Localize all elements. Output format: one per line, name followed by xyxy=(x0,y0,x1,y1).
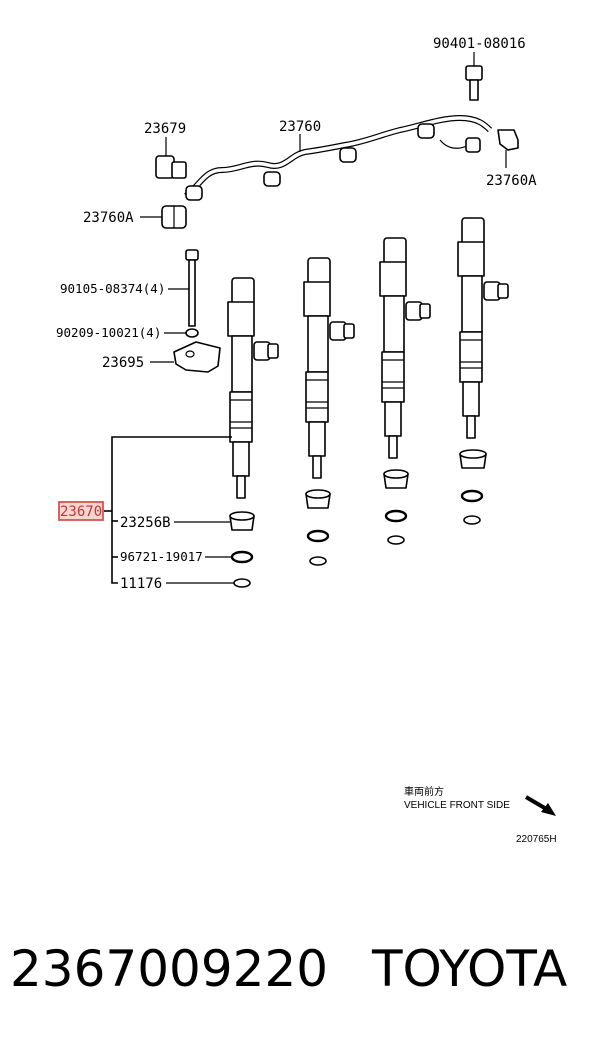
label-90209-10021[interactable]: 90209-10021(4) xyxy=(56,325,161,340)
label-23695[interactable]: 23695 xyxy=(102,355,144,371)
label-23670[interactable]: 23670 xyxy=(60,504,102,520)
clamp-holder-23695 xyxy=(150,341,221,373)
part-number: 2367009220 xyxy=(10,940,329,998)
clamp-23760A-right xyxy=(497,129,519,168)
gasket-11176 xyxy=(233,578,251,588)
injector-2 xyxy=(303,257,355,479)
injector-3 xyxy=(379,237,431,459)
label-23760A-right[interactable]: 23760A xyxy=(486,173,537,189)
seal-set-injector-2 xyxy=(305,489,331,566)
stud-bolt-90105-08374 xyxy=(168,249,199,327)
front-note-jp: 車両前方 xyxy=(404,785,444,798)
front-note-en: VEHICLE FRONT SIDE xyxy=(404,800,510,811)
front-arrow-icon xyxy=(524,795,556,816)
label-23679[interactable]: 23679 xyxy=(144,121,186,137)
clamp-23760A-left xyxy=(140,205,187,229)
label-11176[interactable]: 11176 xyxy=(120,576,162,592)
washer-90209-10021 xyxy=(164,328,199,338)
footer: 2367009220 TOYOTA xyxy=(0,930,600,1020)
fuel-pipe-23760 xyxy=(184,114,493,201)
label-90401-08016[interactable]: 90401-08016 xyxy=(433,36,526,52)
label-96721-19017[interactable]: 96721-19017 xyxy=(120,549,203,564)
brand-name: TOYOTA xyxy=(372,940,568,998)
highlight-box-23670 xyxy=(58,501,104,521)
label-90105-08374[interactable]: 90105-08374(4) xyxy=(60,281,165,296)
injector-4 xyxy=(457,217,509,439)
injector-1 xyxy=(227,277,279,499)
bolt-90401-08016 xyxy=(465,52,483,101)
seal-set-injector-3 xyxy=(383,469,409,545)
union-bolt-23679 xyxy=(155,137,187,179)
seal-set-injector-4 xyxy=(459,449,487,525)
figure-code: 220765H xyxy=(516,834,557,845)
label-23256B[interactable]: 23256B xyxy=(120,515,171,531)
seal-cup-23256B xyxy=(229,511,255,531)
label-23760[interactable]: 23760 xyxy=(279,119,321,135)
label-23760A-left[interactable]: 23760A xyxy=(83,210,134,226)
o-ring-96721-19017 xyxy=(230,550,254,564)
assembly-bracket xyxy=(104,436,232,584)
